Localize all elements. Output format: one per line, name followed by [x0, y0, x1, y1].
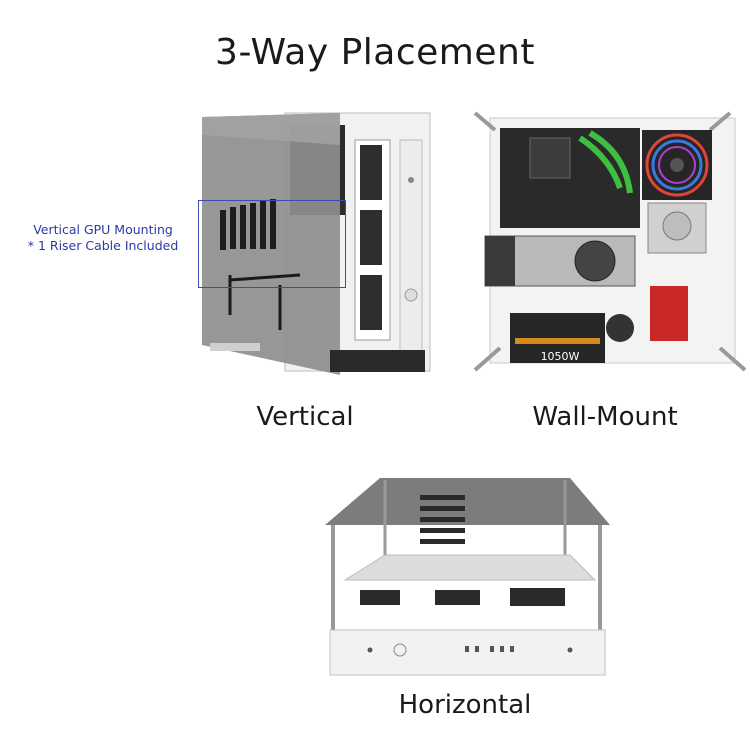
wall-mount-case-image: 1050W — [473, 111, 747, 372]
psu-wattage-label: 1050W — [541, 350, 580, 363]
annotation-line-2: * 1 Riser Cable Included — [27, 238, 179, 253]
gpu-mount-highlight-box — [198, 200, 346, 288]
annotation-line-1: Vertical GPU Mounting — [33, 222, 173, 237]
gpu-mounting-annotation: Vertical GPU Mounting * 1 Riser Cable In… — [8, 222, 198, 254]
horizontal-case-image — [325, 478, 610, 676]
placement-label-wall-mount: Wall-Mount — [532, 402, 678, 432]
placement-label-horizontal: Horizontal — [398, 690, 532, 720]
vertical-case-image — [202, 112, 431, 375]
page-title: 3-Way Placement — [215, 32, 535, 73]
placement-label-vertical: Vertical — [256, 402, 354, 432]
